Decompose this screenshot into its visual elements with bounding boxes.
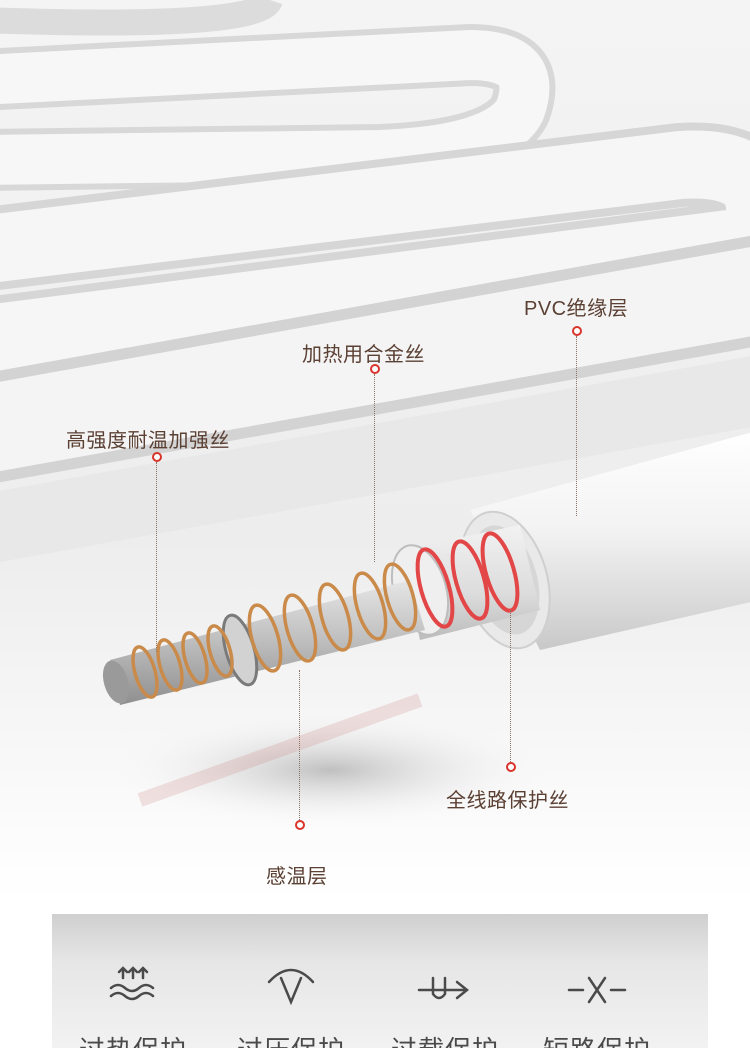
callout-sense-label: 感温层 (266, 866, 328, 888)
feature-overload: 过载保护 (370, 914, 520, 1048)
callout-alloy-marker (370, 364, 380, 374)
callout-protect-line (510, 610, 511, 762)
heat-waves-icon (109, 966, 155, 1001)
feature-overheat-label: 过热保护 (58, 1030, 208, 1048)
heating-cable-illustration (0, 0, 750, 900)
overload-arrow-icon (417, 976, 470, 1000)
feature-short-circuit-label: 短路保护 (522, 1030, 672, 1048)
callout-pvc-line (576, 336, 577, 516)
callout-pvc-label: PVC绝缘层 (524, 298, 629, 320)
feature-short-circuit: 短路保护 (522, 914, 672, 1048)
callout-protect-label: 全线路保护丝 (446, 790, 569, 812)
callout-reinforce-line (156, 462, 157, 652)
callout-protect-marker (506, 762, 516, 772)
feature-overvoltage: 过压保护 (216, 914, 366, 1048)
cable-cutaway (102, 432, 750, 705)
short-circuit-x-icon (567, 976, 627, 1004)
feature-overload-label: 过载保护 (370, 1030, 520, 1048)
callout-alloy-line (374, 374, 375, 562)
callout-pvc-marker (572, 326, 582, 336)
feature-overheat: 过热保护 (58, 914, 208, 1048)
callout-alloy-label: 加热用合金丝 (302, 344, 425, 366)
callout-reinforce-marker (152, 452, 162, 462)
protection-features-panel: 过热保护 过压保护 过载保护 短路保护 (52, 914, 708, 1048)
floor-reflection (100, 710, 560, 830)
callout-sense-marker (295, 820, 305, 830)
cable-loops (0, 0, 750, 562)
callout-sense-line (299, 670, 300, 820)
callout-reinforce-label: 高强度耐温加强丝 (66, 430, 230, 452)
voltage-v-icon (267, 968, 315, 1006)
feature-overvoltage-label: 过压保护 (216, 1030, 366, 1048)
